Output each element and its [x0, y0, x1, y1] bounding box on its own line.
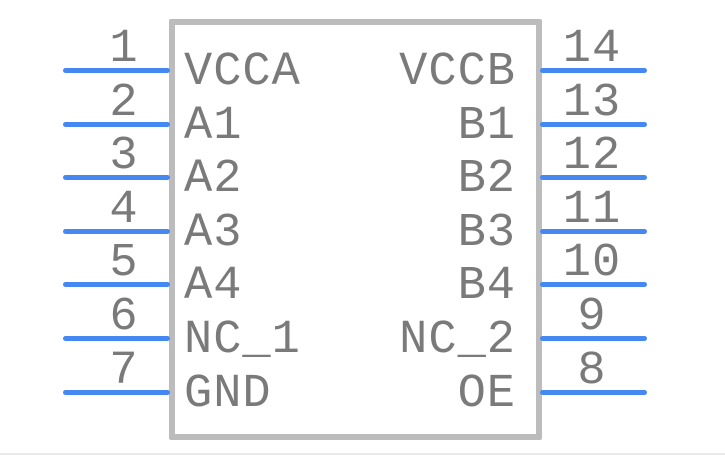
- pin-4-number: 4: [109, 184, 139, 237]
- pin-1-line: [63, 68, 170, 73]
- pin-8-line: [540, 390, 647, 395]
- pin-10-line: [540, 282, 647, 287]
- pin-4-line: [63, 229, 170, 234]
- pin-3-line: [63, 175, 170, 180]
- pin-9-name: NC_2: [399, 314, 516, 367]
- pin-12-line: [540, 175, 647, 180]
- pin-11-name: B3: [457, 207, 516, 260]
- pin-1-name: VCCA: [184, 46, 301, 99]
- pin-14-line: [540, 68, 647, 73]
- pin-13-number: 13: [562, 77, 622, 130]
- pin-10-name: B4: [457, 260, 516, 313]
- pin-11-number: 11: [562, 184, 622, 237]
- pin-7-name: GND: [184, 368, 272, 421]
- pin-13-name: B1: [457, 100, 516, 153]
- pin-9-line: [540, 336, 647, 341]
- pin-7-number: 7: [109, 345, 139, 398]
- pin-5-number: 5: [109, 237, 139, 290]
- pin-8-number: 8: [577, 345, 607, 398]
- pin-3-number: 3: [109, 130, 139, 183]
- pin-9-number: 9: [577, 291, 607, 344]
- pin-14-name: VCCB: [399, 46, 516, 99]
- pin-12-number: 12: [562, 130, 622, 183]
- page-edge-line: [0, 453, 725, 455]
- pin-2-number: 2: [109, 77, 139, 130]
- pin-1-number: 1: [109, 23, 139, 76]
- pin-8-name: OE: [457, 368, 516, 421]
- pin-5-line: [63, 282, 170, 287]
- pin-7-line: [63, 390, 170, 395]
- pin-5-name: A4: [184, 260, 243, 313]
- chip-body: [169, 19, 542, 440]
- pin-11-line: [540, 229, 647, 234]
- pin-6-number: 6: [109, 291, 139, 344]
- pin-6-line: [63, 336, 170, 341]
- pin-3-name: A2: [184, 153, 243, 206]
- pin-6-name: NC_1: [184, 314, 301, 367]
- pin-4-name: A3: [184, 207, 243, 260]
- pin-13-line: [540, 122, 647, 127]
- pin-10-number: 10: [562, 237, 622, 290]
- pin-14-number: 14: [562, 23, 622, 76]
- pin-2-line: [63, 122, 170, 127]
- pin-12-name: B2: [457, 153, 516, 206]
- pin-2-name: A1: [184, 100, 243, 153]
